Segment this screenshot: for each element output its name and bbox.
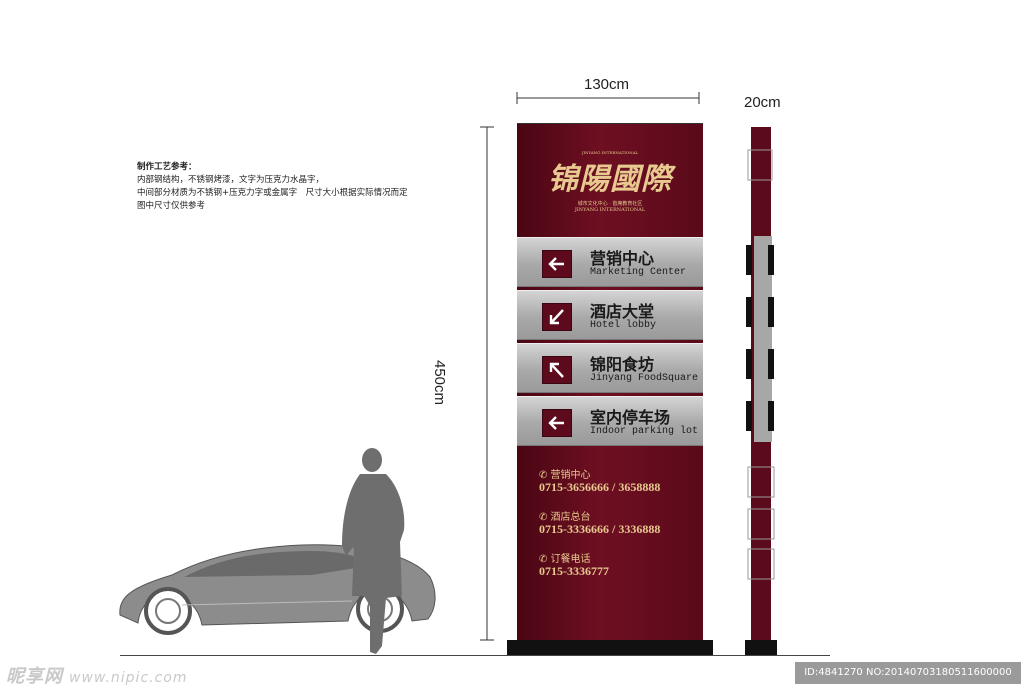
logo: JINYANG INTERNATIONAL 锦陽國際 城市文化中心 · 首席教育… [517, 150, 703, 213]
watermark-brand: 昵享网 www.nipic.com [6, 662, 188, 688]
notes-line-1: 内部钢结构，不锈钢烤漆，文字为压克力水晶字， [137, 175, 325, 185]
panel-chinese-label: 锦阳食坊 [590, 355, 655, 374]
panel-english-label: Hotel lobby [590, 320, 657, 331]
notes-line-3: 图中尺寸仅供参考 [137, 201, 206, 211]
panel-chinese-label: 酒店大堂 [590, 302, 655, 321]
left-arrow-icon [542, 250, 572, 278]
direction-panel: 室内停车场 Indoor parking lot [517, 396, 703, 446]
watermark-id: ID:4841270 NO:20140703180511600000 [795, 662, 1021, 684]
directory-sign: JINYANG INTERNATIONAL 锦陽國際 城市文化中心 · 首席教育… [517, 123, 703, 642]
logo-small-text: JINYANG INTERNATIONAL [581, 150, 639, 155]
person-silhouette [342, 448, 405, 654]
phone-list: ✆ 营销中心 0715-3656666 / 3658888 ✆ 酒店总台 071… [539, 466, 660, 592]
phone-number: 0715-3336777 [539, 564, 609, 578]
panel-english-label: Marketing Center [590, 267, 687, 278]
panel-english-label: Jinyang FoodSquare [590, 373, 699, 384]
panel-chinese-label: 室内停车场 [590, 408, 671, 427]
side-view-panels [754, 236, 772, 442]
logo-brand: 锦陽國際 [548, 162, 672, 197]
phone-label: ✆ 营销中心 [539, 470, 591, 481]
direction-panel: 酒店大堂 Hotel lobby [517, 290, 703, 340]
direction-panel: 营销中心 Marketing Center [517, 237, 703, 287]
side-view-details [746, 149, 775, 580]
logo-english: JINYANG INTERNATIONAL [574, 207, 646, 213]
sign-base [507, 640, 713, 656]
down-left-arrow-icon [542, 303, 572, 331]
notes-line-2: 中间部分材质为不锈钢+压克力字或金属字 尺寸大小根据实际情况而定 [137, 188, 408, 198]
phone-number: 0715-3336666 / 3336888 [539, 522, 661, 536]
logo-tagline: 城市文化中心 · 首席教育社区 [577, 201, 643, 207]
width-dimension-line [516, 92, 700, 104]
ground-line [120, 655, 830, 656]
depth-label: 20cm [744, 94, 781, 111]
direction-panel: 锦阳食坊 Jinyang FoodSquare [517, 343, 703, 393]
watermark-brand-name: 昵享网 [6, 666, 63, 687]
height-label: 450cm [431, 360, 448, 406]
left-arrow-icon [542, 409, 572, 437]
panel-english-label: Indoor parking lot [590, 426, 699, 437]
up-left-arrow-icon [542, 356, 572, 384]
phone-number: 0715-3656666 / 3658888 [539, 480, 661, 494]
watermark-url: www.nipic.com [69, 670, 188, 686]
height-dimension-line [480, 126, 494, 641]
phone-label: ✆ 订餐电话 [539, 554, 591, 565]
width-label: 130cm [584, 76, 630, 93]
notes-title: 制作工艺参考： [137, 162, 197, 172]
production-notes: 制作工艺参考： 内部钢结构，不锈钢烤漆，文字为压克力水晶字， 中间部分材质为不锈… [137, 161, 437, 213]
side-view-base [745, 640, 777, 656]
panel-chinese-label: 营销中心 [590, 249, 655, 268]
phone-label: ✆ 酒店总台 [539, 512, 591, 523]
